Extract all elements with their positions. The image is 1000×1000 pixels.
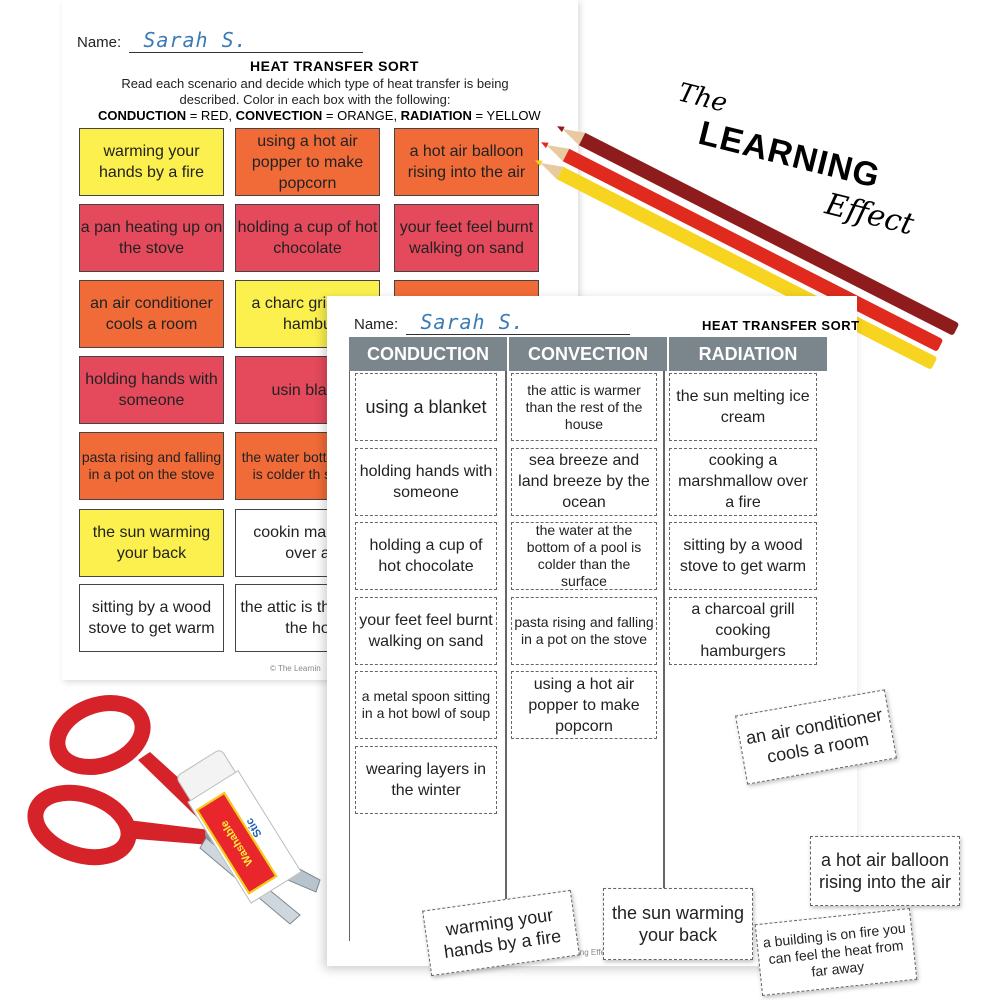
header-convection: CONVECTION <box>509 337 669 371</box>
key-radiation-value: = YELLOW <box>471 108 541 123</box>
worksheet-name-row: Name: Sarah S. <box>77 28 364 53</box>
scenario-cell: a hot air balloon rising into the air <box>394 128 539 196</box>
key-conduction-label: CONDUCTION <box>98 108 187 123</box>
sort-sheet-title: HEAT TRANSFER SORT <box>702 318 860 333</box>
sort-footer: ing Effect <box>578 948 612 957</box>
logo-learning: LEARNING <box>694 114 885 196</box>
color-key: CONDUCTION = RED, CONVECTION = ORANGE, R… <box>98 108 541 123</box>
scenario-cell: your feet feel burnt walking on sand <box>394 204 539 272</box>
loose-card[interactable]: the sun warming your back <box>603 888 753 960</box>
name-label: Name: <box>77 34 122 51</box>
key-conduction-value: = RED, <box>186 108 236 123</box>
loose-card[interactable]: a building is on fire you can feel the h… <box>754 908 918 996</box>
scenario-cell: a pan heating up on the stove <box>79 204 224 272</box>
scenario-cell: the sun warming your back <box>79 509 224 577</box>
sort-card[interactable]: using a blanket <box>355 373 497 441</box>
sort-name-row: Name: Sarah S. <box>354 310 631 335</box>
loose-card[interactable]: a hot air balloon rising into the air <box>810 836 960 906</box>
sort-card[interactable]: wearing layers in the winter <box>355 745 497 814</box>
sort-column-headers: CONDUCTION CONVECTION RADIATION <box>349 337 827 371</box>
scenario-cell: pasta rising and falling in a pot on the… <box>79 432 224 500</box>
worksheet-footer: © The Learnin <box>270 664 321 673</box>
header-radiation: RADIATION <box>698 343 798 364</box>
key-radiation-label: RADIATION <box>400 108 472 123</box>
sort-card[interactable]: the attic is warmer than the rest of the… <box>511 373 657 441</box>
student-name: Sarah S. <box>129 28 364 53</box>
worksheet-title: HEAT TRANSFER SORT <box>250 58 419 74</box>
sort-card[interactable]: cooking a marshmallow over a fire <box>669 447 817 516</box>
sort-card[interactable]: the water at the bottom of a pool is col… <box>511 522 657 590</box>
sort-card[interactable]: the sun melting ice cream <box>669 373 817 441</box>
scenario-cell: warming your hands by a fire <box>79 128 224 196</box>
worksheet-instructions: Read each scenario and decide which type… <box>121 76 509 107</box>
sort-name-label: Name: <box>354 316 399 333</box>
convection-column <box>505 371 665 941</box>
scenario-cell: holding a cup of hot chocolate <box>235 204 380 272</box>
logo-the: The <box>674 77 731 119</box>
scenario-cell: sitting by a wood stove to get warm <box>79 584 224 652</box>
sort-card[interactable]: holding hands with someone <box>355 447 497 516</box>
conduction-column <box>349 371 507 941</box>
sort-card[interactable]: pasta rising and falling in a pot on the… <box>511 596 657 665</box>
sort-card[interactable]: sitting by a wood stove to get warm <box>669 522 817 590</box>
sort-card[interactable]: holding a cup of hot chocolate <box>355 522 497 590</box>
scenario-cell: an air conditioner cools a room <box>79 280 224 348</box>
radiation-column <box>663 371 828 941</box>
sort-card[interactable]: a metal spoon sitting in a hot bowl of s… <box>355 671 497 739</box>
sort-card[interactable]: your feet feel burnt walking on sand <box>355 596 497 665</box>
scenario-cell: holding hands with someone <box>79 356 224 424</box>
sort-card[interactable]: using a hot air popper to make popcorn <box>511 671 657 739</box>
sort-card[interactable]: sea breeze and land breeze by the ocean <box>511 447 657 516</box>
sort-student-name: Sarah S. <box>406 310 631 335</box>
header-conduction: CONDUCTION <box>349 337 509 371</box>
sort-card[interactable]: a charcoal grill cooking hamburgers <box>669 596 817 665</box>
scenario-cell: using a hot air popper to make popcorn <box>235 128 380 196</box>
key-convection-value: = ORANGE, <box>322 108 401 123</box>
key-convection-label: CONVECTION <box>235 108 323 123</box>
